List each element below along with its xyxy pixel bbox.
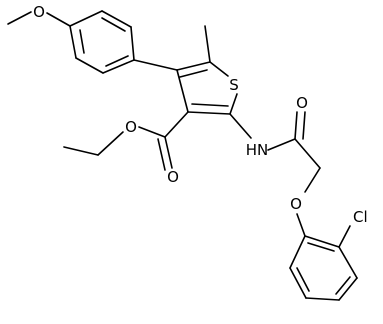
amide-chain xyxy=(229,111,321,237)
thiophene-ring xyxy=(176,61,238,115)
thiophene-sulfur-label: S xyxy=(229,76,239,94)
ester-ether-oxygen-label: O xyxy=(125,118,137,136)
methoxyphenyl-ring xyxy=(69,10,135,74)
amide-carbonyl-oxygen-label: O xyxy=(296,94,308,112)
chlorophenyl-ring xyxy=(289,225,358,301)
ether-oxygen-label: O xyxy=(290,195,302,213)
methoxy-oxygen-label: O xyxy=(33,3,45,21)
ester-carbonyl-oxygen-label: O xyxy=(167,168,179,186)
chlorine-label: Cl xyxy=(353,208,368,226)
ring-linkers xyxy=(133,25,211,71)
amide-nitrogen-label: HN xyxy=(246,141,269,159)
methoxy-group xyxy=(7,11,71,27)
ethyl-ester-group xyxy=(63,111,189,171)
